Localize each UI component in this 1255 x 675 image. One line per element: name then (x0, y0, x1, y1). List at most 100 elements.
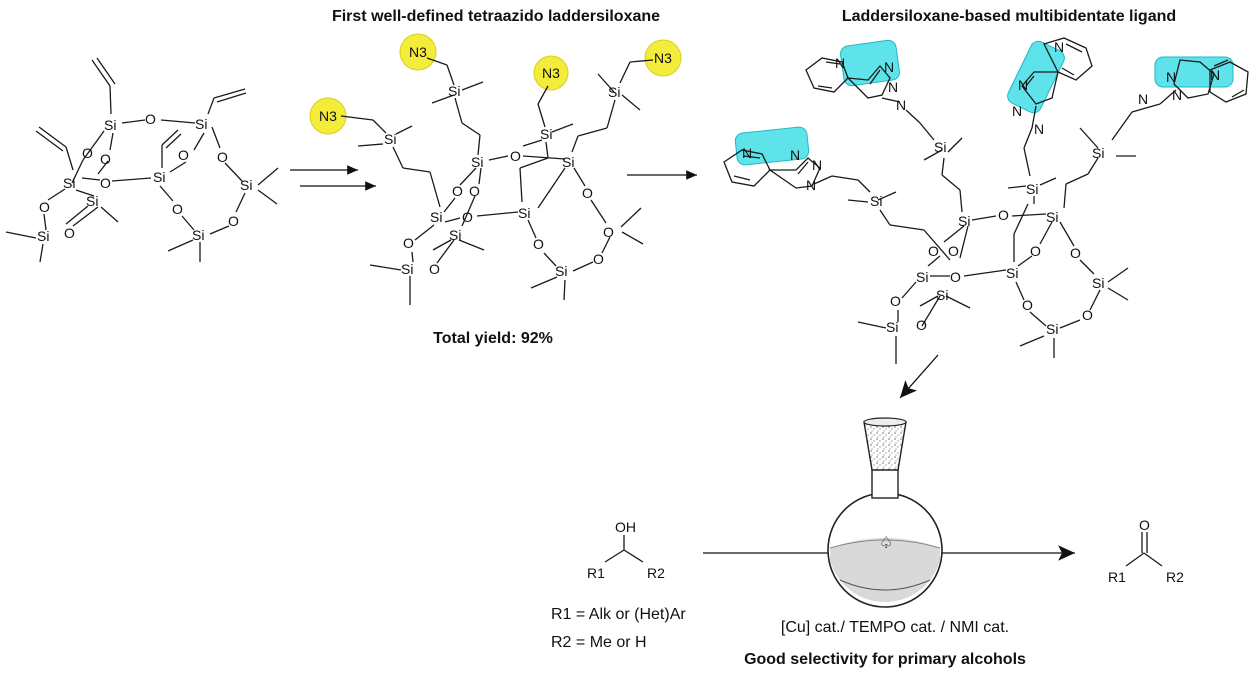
svg-text:Si: Si (240, 177, 252, 193)
svg-text:Si: Si (471, 154, 483, 170)
starting-siloxane: Si O Si O O O O Si O Si Si Si O O O Si O… (5, 57, 279, 263)
svg-text:O: O (429, 261, 440, 277)
svg-text:Si: Si (870, 193, 882, 209)
svg-text:R1: R1 (1108, 569, 1126, 585)
svg-text:O: O (82, 145, 93, 161)
azide-highlight (399, 33, 437, 71)
svg-text:Si: Si (916, 269, 928, 285)
svg-text:Si: Si (384, 131, 396, 147)
svg-text:Si: Si (1026, 181, 1038, 197)
svg-text:N: N (1166, 69, 1176, 85)
svg-text:N: N (1034, 121, 1044, 137)
r1-definition: R1 = Alk or (Het)Ar (551, 606, 686, 623)
svg-text:O: O (100, 175, 111, 191)
svg-text:O: O (172, 201, 183, 217)
svg-text:O: O (178, 147, 189, 163)
svg-text:R2: R2 (1166, 569, 1184, 585)
svg-text:O: O (950, 269, 961, 285)
svg-text:O: O (1082, 307, 1093, 323)
substrate-alcohol: OH R1 R2 (587, 519, 665, 581)
svg-text:O: O (1030, 243, 1041, 259)
svg-text:Si: Si (1092, 275, 1104, 291)
right-header: Laddersiloxane-based multibidentate liga… (842, 8, 1176, 25)
svg-text:O: O (603, 224, 614, 240)
svg-text:Si: Si (1006, 265, 1018, 281)
svg-text:Si: Si (886, 319, 898, 335)
svg-text:O: O (403, 235, 414, 251)
svg-text:Si: Si (153, 169, 165, 185)
svg-text:Si: Si (448, 83, 460, 99)
svg-text:O: O (533, 236, 544, 252)
svg-text:O: O (998, 207, 1009, 223)
svg-text:N: N (1210, 67, 1220, 83)
svg-text:O: O (582, 185, 593, 201)
svg-text:N: N (884, 59, 894, 75)
svg-text:N3: N3 (409, 44, 427, 60)
svg-text:N: N (835, 55, 845, 71)
pyridyl-triazole-highlight (840, 39, 900, 87)
svg-text:O: O (593, 251, 604, 267)
svg-text:O: O (1070, 245, 1081, 261)
svg-text:N: N (1054, 39, 1064, 55)
svg-text:N: N (1012, 103, 1022, 119)
svg-text:OH: OH (615, 519, 636, 535)
svg-text:N: N (896, 97, 906, 113)
svg-text:Si: Si (540, 126, 552, 142)
svg-text:Si: Si (1046, 321, 1058, 337)
svg-text:O: O (452, 183, 463, 199)
svg-text:N3: N3 (654, 50, 672, 66)
svg-text:Si: Si (608, 84, 620, 100)
svg-text:N: N (812, 157, 822, 173)
multibidentate-ligand: N N N N N N N N N N N N N N N N Si Si Si… (723, 37, 1249, 364)
svg-text:Si: Si (449, 227, 461, 243)
svg-text:Si: Si (958, 213, 970, 229)
pyridyl-triazole-highlight (734, 126, 810, 166)
svg-text:Si: Si (195, 116, 207, 132)
pyridyl-triazole-highlight (1007, 40, 1065, 114)
reaction-conditions: [Cu] cat./ TEMPO cat. / NMI cat. (781, 619, 1009, 636)
yield-caption: Total yield: 92% (433, 330, 553, 347)
svg-text:N3: N3 (319, 108, 337, 124)
svg-text:N: N (1138, 91, 1148, 107)
svg-text:O: O (890, 293, 901, 309)
svg-text:Si: Si (936, 287, 948, 303)
stir-bar-icon: ♤ (879, 533, 893, 552)
svg-text:Si: Si (562, 154, 574, 170)
svg-text:N: N (1018, 77, 1028, 93)
svg-text:N3: N3 (542, 65, 560, 81)
tetraazido-laddersiloxane: N3 N3 N3 N3 Si Si Si Si Si O Si O O O Si… (309, 33, 682, 305)
r2-label: R2 (647, 565, 665, 581)
svg-text:Si: Si (63, 175, 75, 191)
svg-text:O: O (1022, 297, 1033, 313)
svg-text:Si: Si (401, 261, 413, 277)
r2-definition: R2 = Me or H (551, 634, 647, 651)
svg-text:N: N (790, 147, 800, 163)
r1-label: R1 (587, 565, 605, 581)
svg-text:Si: Si (555, 263, 567, 279)
svg-text:O: O (948, 243, 959, 259)
svg-text:O: O (462, 209, 473, 225)
product-ketone: O R1 R2 (1108, 517, 1184, 585)
middle-header: First well-defined tetraazido laddersilo… (332, 8, 660, 25)
svg-text:O: O (39, 199, 50, 215)
svg-text:O: O (145, 111, 156, 127)
azide-highlight (644, 39, 682, 77)
round-bottom-flask: ♤ (703, 417, 1075, 608)
svg-text:N: N (888, 79, 898, 95)
svg-text:N: N (742, 145, 752, 161)
svg-text:Si: Si (1092, 145, 1104, 161)
svg-text:N: N (1172, 87, 1182, 103)
ligand-to-flask-arrow (899, 354, 939, 399)
svg-text:O: O (469, 183, 480, 199)
svg-text:Si: Si (430, 209, 442, 225)
svg-text:O: O (928, 243, 939, 259)
svg-text:N: N (806, 177, 816, 193)
selectivity-note: Good selectivity for primary alcohols (744, 651, 1026, 668)
svg-text:Si: Si (104, 117, 116, 133)
svg-text:O: O (228, 213, 239, 229)
azide-highlight (533, 55, 569, 91)
svg-text:O: O (100, 151, 111, 167)
svg-text:Si: Si (934, 139, 946, 155)
svg-text:Si: Si (192, 227, 204, 243)
